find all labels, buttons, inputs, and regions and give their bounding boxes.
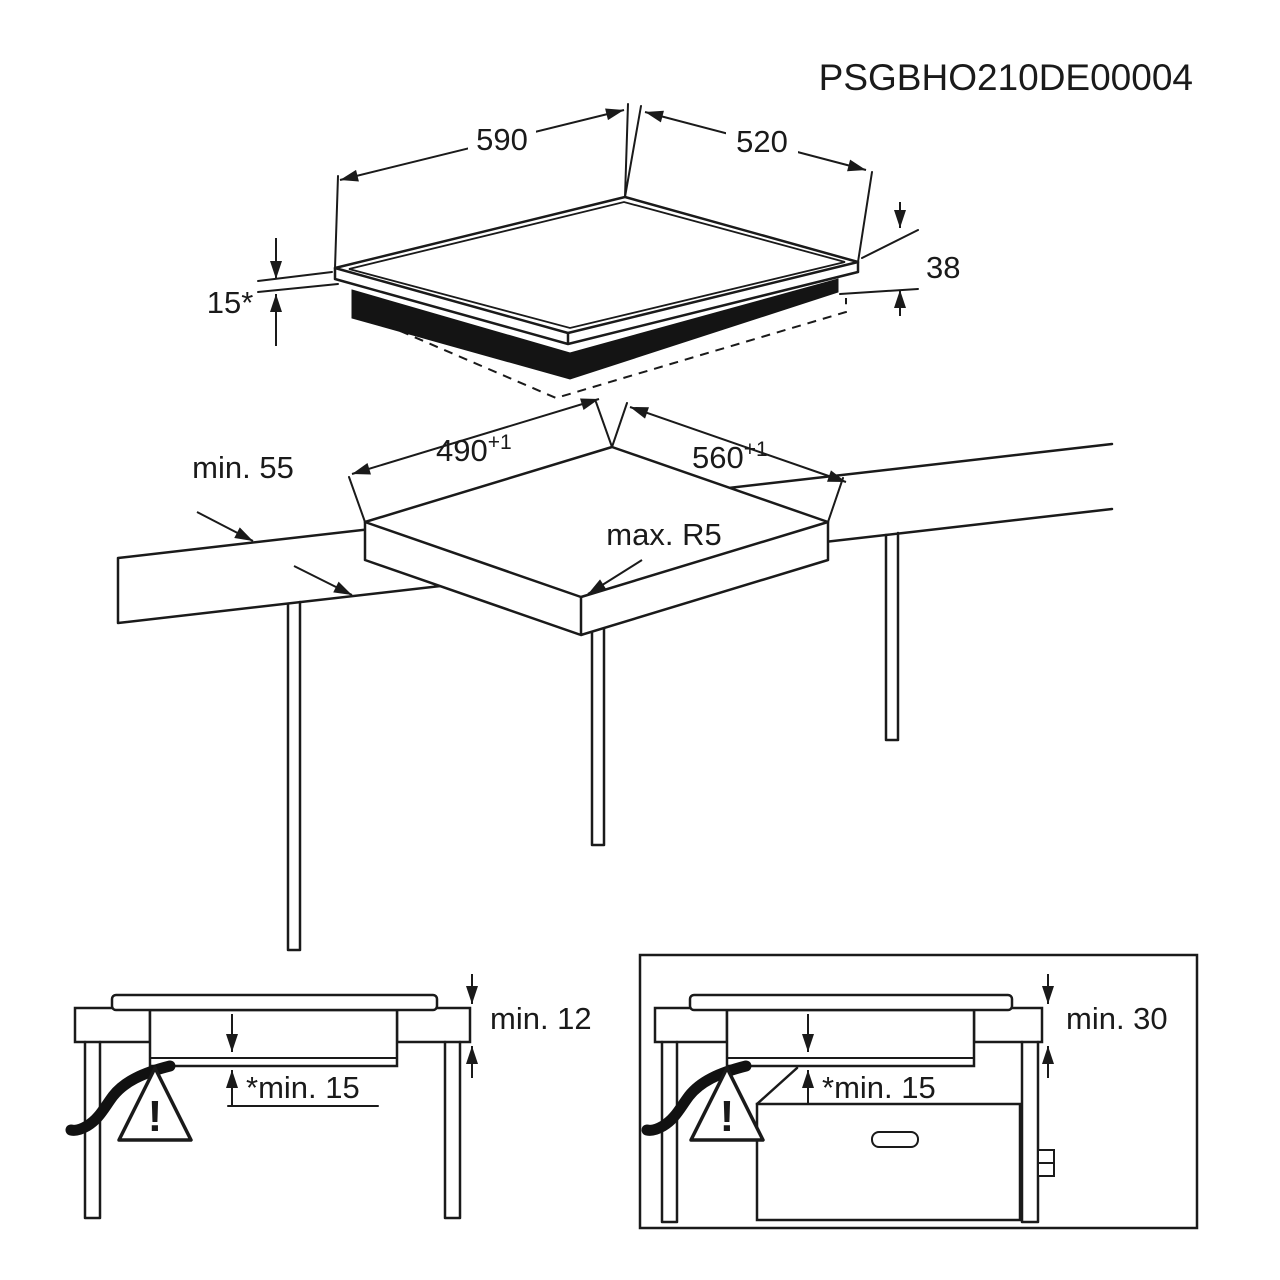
installation-section-right: ! *min. 15 min. 30 (638, 953, 1199, 1230)
worktop-thickness-label-left: min. 12 (490, 1001, 592, 1036)
side-panel (1020, 1040, 1055, 1224)
dimension-worktop-thickness-left: min. 12 (466, 974, 592, 1078)
power-cable (65, 1060, 176, 1136)
dimension-gap-below-hob-right: *min. 15 (802, 1070, 936, 1105)
warning-triangle-icon: ! (689, 1066, 765, 1142)
worktop-section-left-block (73, 1006, 152, 1044)
dimension-hob-width: 590 (334, 103, 629, 269)
hob-width-label: 590 (476, 122, 528, 157)
warning-mark: ! (148, 1092, 163, 1141)
dimension-hob-depth: 520 (624, 105, 873, 263)
warning-triangle-icon: ! (117, 1066, 193, 1142)
power-cable (641, 1060, 752, 1136)
gap-below-hob-label-right: *min. 15 (822, 1070, 936, 1105)
hob-top-face-inner-frame (348, 201, 846, 329)
worktop-thickness-label-right: min. 30 (1066, 1001, 1168, 1036)
hob-glass-edge (333, 260, 860, 346)
cutout-width-value: 560 (692, 440, 744, 475)
cutout-depth-tolerance: +1 (488, 431, 512, 454)
dimension-edge-clearance: min. 55 (192, 450, 353, 596)
product-code: PSGBHO210DE00004 (819, 57, 1193, 98)
dimension-glass-height: 15* (207, 238, 339, 346)
cutout-depth-value: 490 (436, 433, 488, 468)
cutout-width-label: 560+1 (692, 438, 768, 475)
dimension-corner-radius: max. R5 (587, 517, 722, 595)
gap-below-hob-label-left: *min. 15 (246, 1070, 360, 1105)
oven-top-edge (755, 1066, 799, 1106)
oven-handle (871, 1131, 919, 1148)
glass-height-label: 15* (207, 285, 254, 320)
cabinet-leg (660, 1040, 679, 1224)
hob-body-section (725, 1008, 976, 1068)
worktop-section-right-block (395, 1006, 472, 1044)
section-frame (638, 953, 1199, 1230)
hob-glass-section (688, 993, 1014, 1012)
dimension-worktop-thickness-right: min. 30 (1042, 974, 1168, 1078)
oven-unit (755, 1066, 1022, 1222)
worktop-section-left-block (653, 1006, 729, 1044)
worktop-cutout-hole (363, 445, 830, 637)
dimension-hob-height: 38 (839, 202, 960, 316)
installation-section-left: ! *min. 15 min. 12 (65, 974, 592, 1220)
warning-mark: ! (720, 1092, 735, 1141)
hob-isometric-view: 590 520 38 15* (207, 103, 960, 400)
hob-height-label: 38 (926, 250, 960, 285)
edge-clearance-label: min. 55 (192, 450, 294, 485)
hob-body (351, 278, 839, 380)
dimension-cutout-depth: 490+1 (348, 398, 613, 523)
hob-glass-section (110, 993, 439, 1012)
worktop-cutout-view: 490+1 560+1 min. 55 max. R5 (116, 398, 1114, 952)
hob-depth-label: 520 (736, 124, 788, 159)
cutout-depth-label: 490+1 (436, 431, 512, 468)
worktop-section-right-block (972, 1006, 1044, 1044)
cutout-width-tolerance: +1 (744, 438, 768, 461)
corner-radius-label: max. R5 (606, 517, 721, 552)
dimension-gap-below-hob-left: *min. 15 (226, 1070, 379, 1107)
dimension-cutout-width: 560+1 (611, 402, 847, 523)
hob-body-section (148, 1008, 399, 1068)
